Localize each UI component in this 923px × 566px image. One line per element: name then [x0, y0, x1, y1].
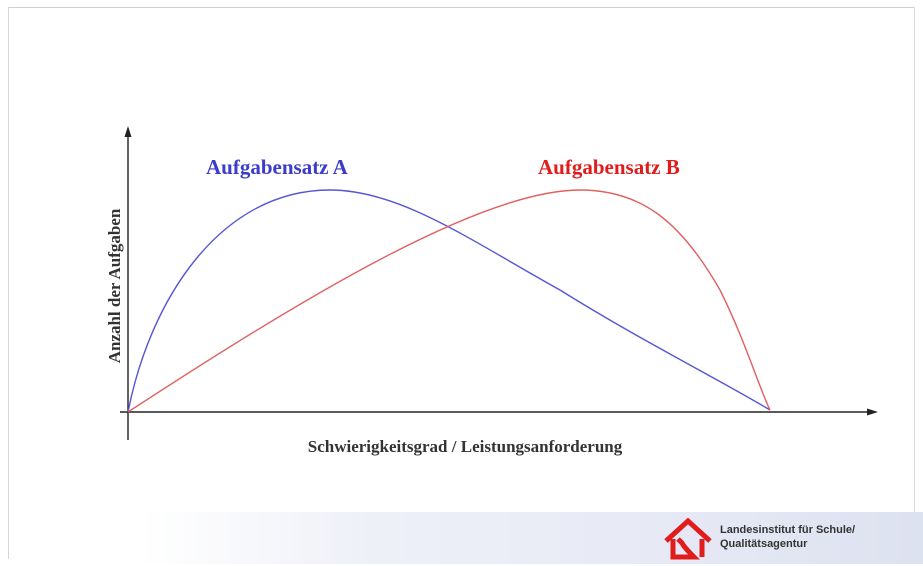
institute-logo: Landesinstitut für Schule/ Qualitätsagen…	[660, 517, 920, 561]
frame-left-border	[8, 7, 9, 559]
institute-name: Landesinstitut für Schule/ Qualitätsagen…	[720, 523, 855, 551]
frame-right-border	[914, 7, 915, 559]
curve-a	[127, 189, 771, 413]
curve-b	[127, 189, 771, 413]
x-axis-label: Schwierigkeitsgrad / Leistungsanforderun…	[308, 437, 623, 456]
y-axis-label: Anzahl der Aufgaben	[105, 208, 124, 363]
frame-top-border	[8, 7, 915, 8]
institute-name-line2: Qualitätsagentur	[720, 538, 808, 550]
house-icon	[664, 517, 712, 560]
y-axis-arrow	[124, 126, 132, 137]
footer-band	[140, 512, 923, 564]
institute-name-line1: Landesinstitut für Schule/	[720, 524, 856, 536]
curve-a-label: Aufgabensatz A	[206, 155, 349, 179]
x-axis-arrow	[867, 408, 878, 416]
curve-b-label: Aufgabensatz B	[538, 155, 680, 179]
